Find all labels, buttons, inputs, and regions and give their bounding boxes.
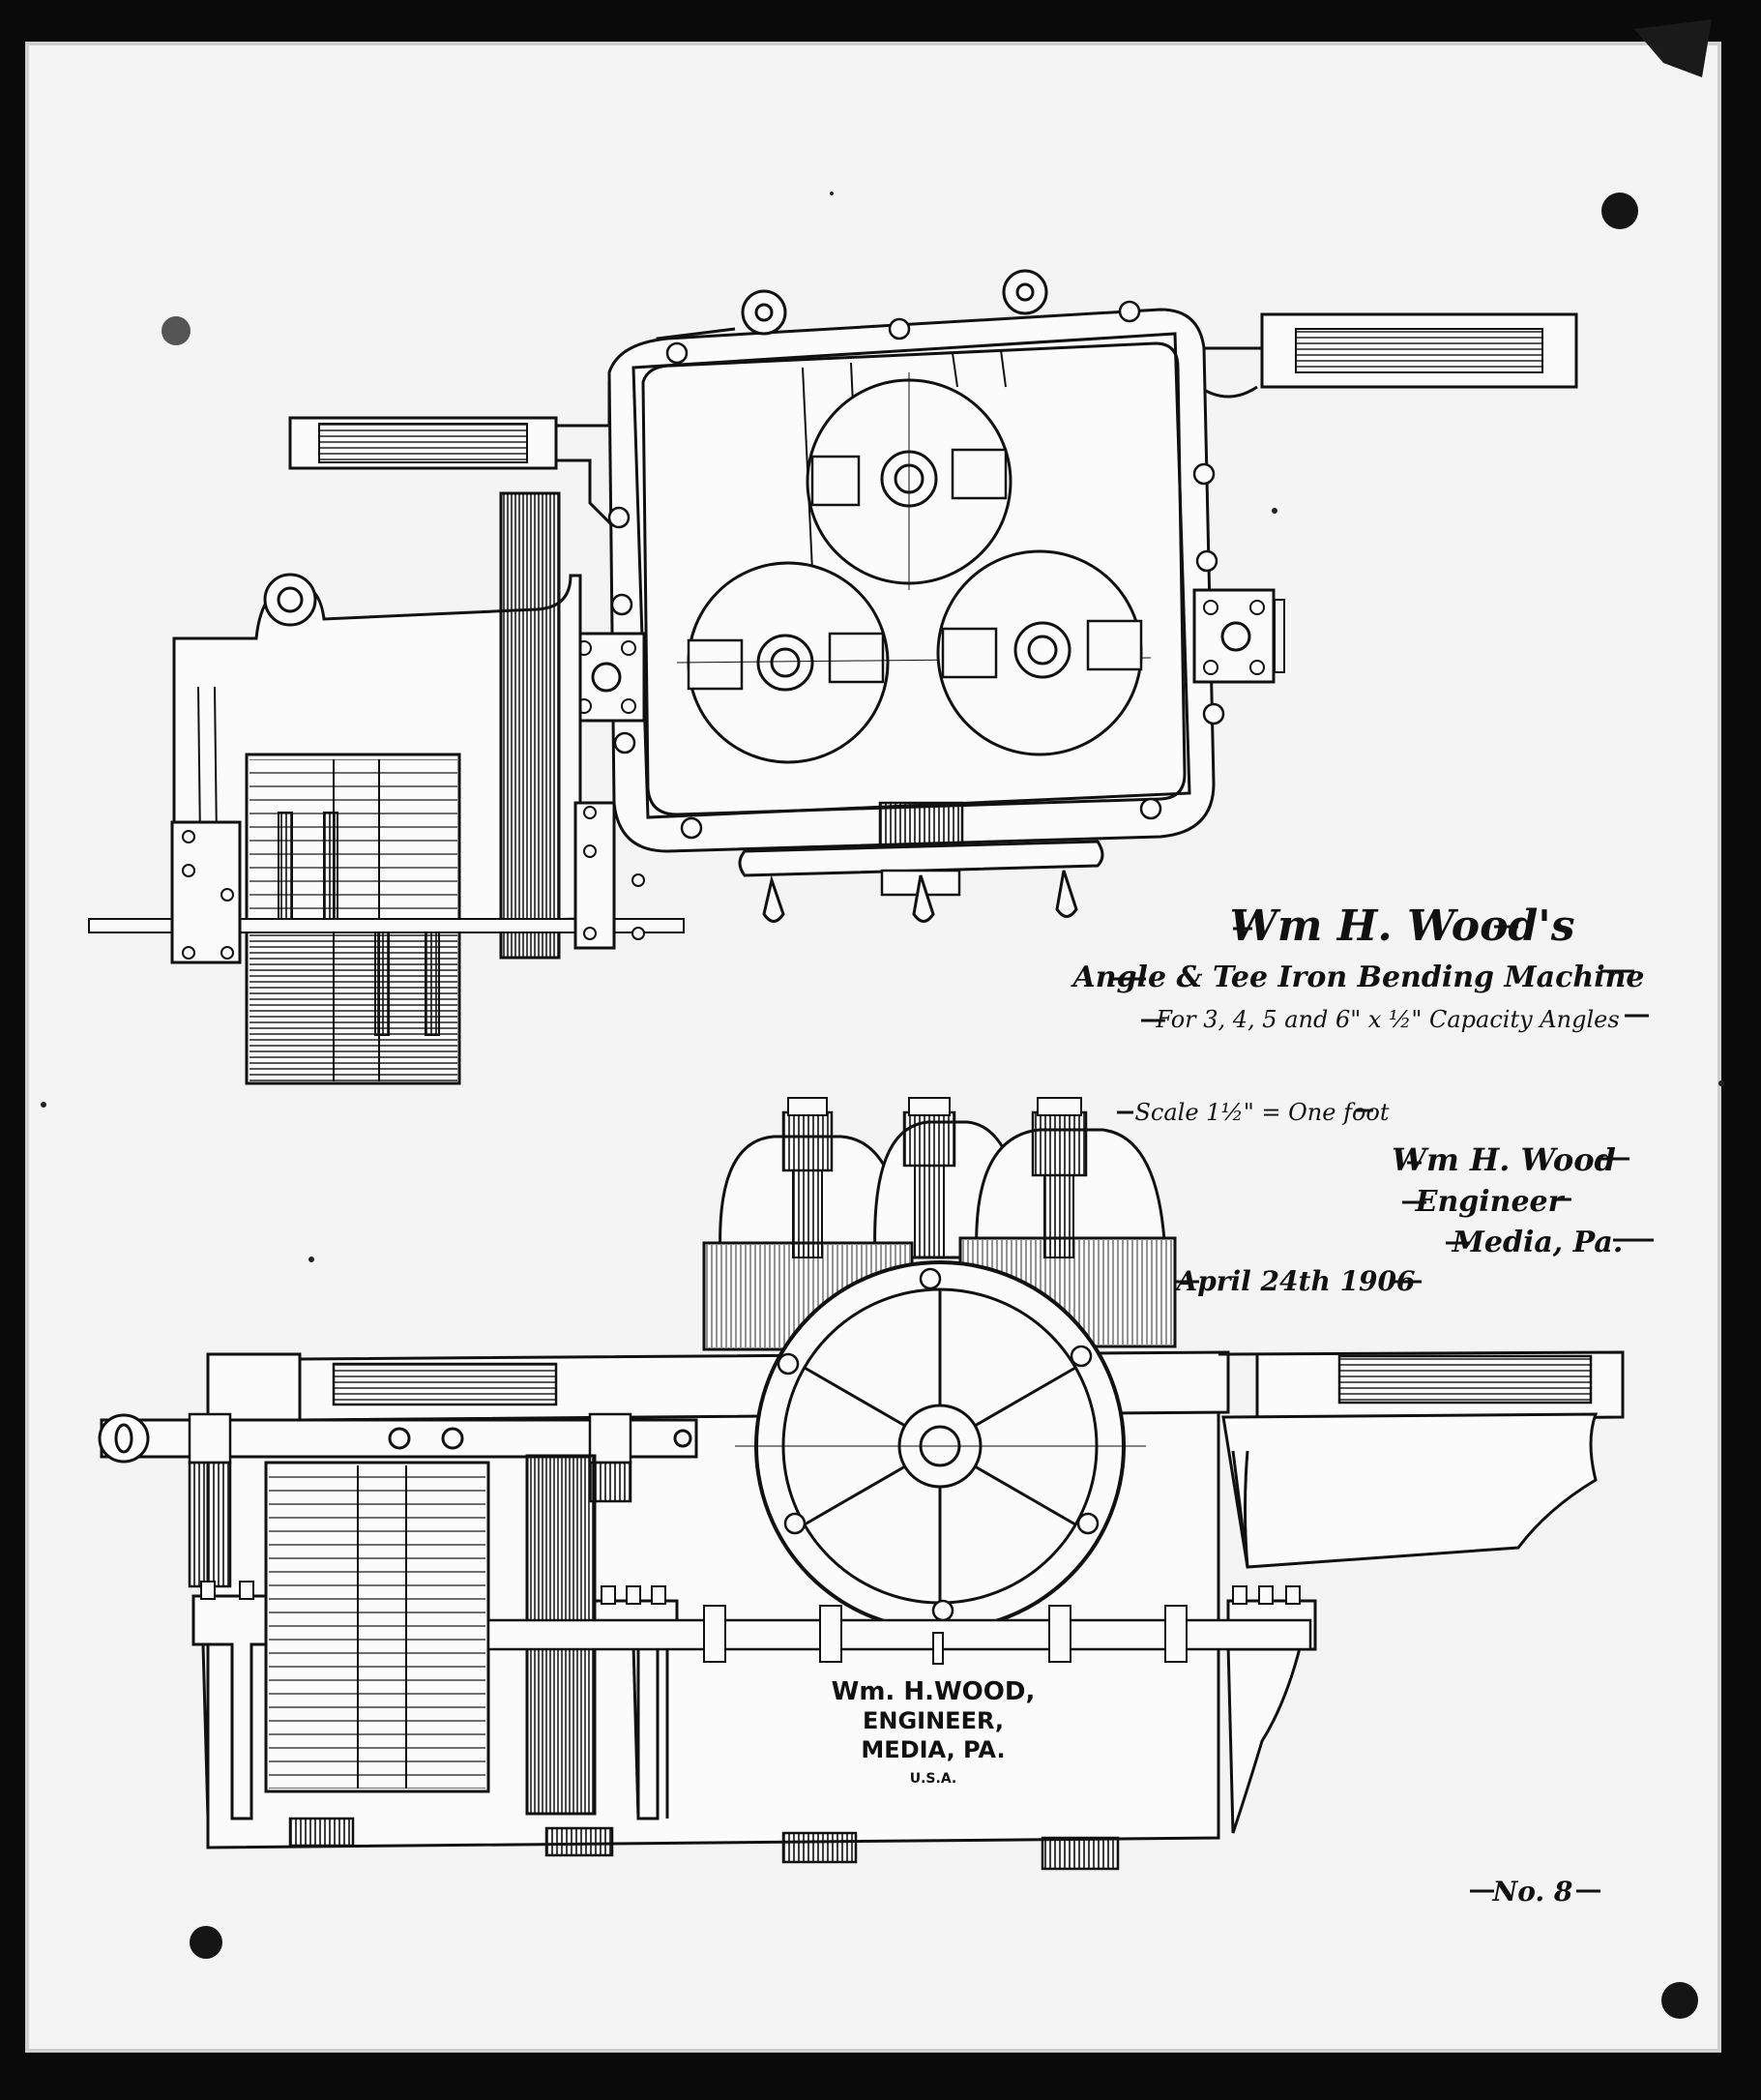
sheet-number: No. 8 — [1492, 1876, 1573, 1908]
hand-wheel — [735, 1260, 1146, 1632]
engineer-location: Media, Pa. — [1452, 1226, 1624, 1259]
engineer-name: Wm H. Wood — [1392, 1141, 1616, 1178]
capacity-note: For 3, 4, 5 and 6" x ½" Capacity Angles — [1155, 1006, 1619, 1033]
drawing-date: April 24th 1906 — [1173, 1265, 1415, 1297]
pin-hole — [161, 316, 191, 345]
lower-left-roll — [676, 561, 1152, 764]
scale-note: Scale 1½" = One foot — [1134, 1099, 1389, 1126]
title-block: Wm H. Wood's Angle & Tee Iron Bending Ma… — [1070, 902, 1654, 1908]
stamp-line-3: MEDIA, PA. — [861, 1736, 1005, 1763]
elevation-view — [98, 1097, 1625, 1871]
pin-hole — [190, 1926, 222, 1959]
title-name: Wm H. Wood's — [1229, 902, 1574, 951]
stamp-line-1: Wm. H.WOOD, — [832, 1677, 1036, 1706]
stamp-line-4: U.S.A. — [910, 1771, 957, 1787]
maker-stamp: Wm. H.WOOD, ENGINEER, MEDIA, PA. U.S.A. — [832, 1677, 1036, 1787]
machine-description: Angle & Tee Iron Bending Machine — [1070, 961, 1644, 994]
pin-hole — [1661, 1982, 1698, 2019]
top-roll — [806, 372, 1013, 590]
pin-hole — [1601, 192, 1638, 229]
roll-housings — [702, 1097, 1177, 1351]
stamp-line-2: ENGINEER, — [863, 1707, 1004, 1734]
engineer-title: Engineer — [1415, 1185, 1566, 1219]
plan-view — [88, 269, 1578, 1085]
lower-right-roll — [936, 549, 1143, 756]
